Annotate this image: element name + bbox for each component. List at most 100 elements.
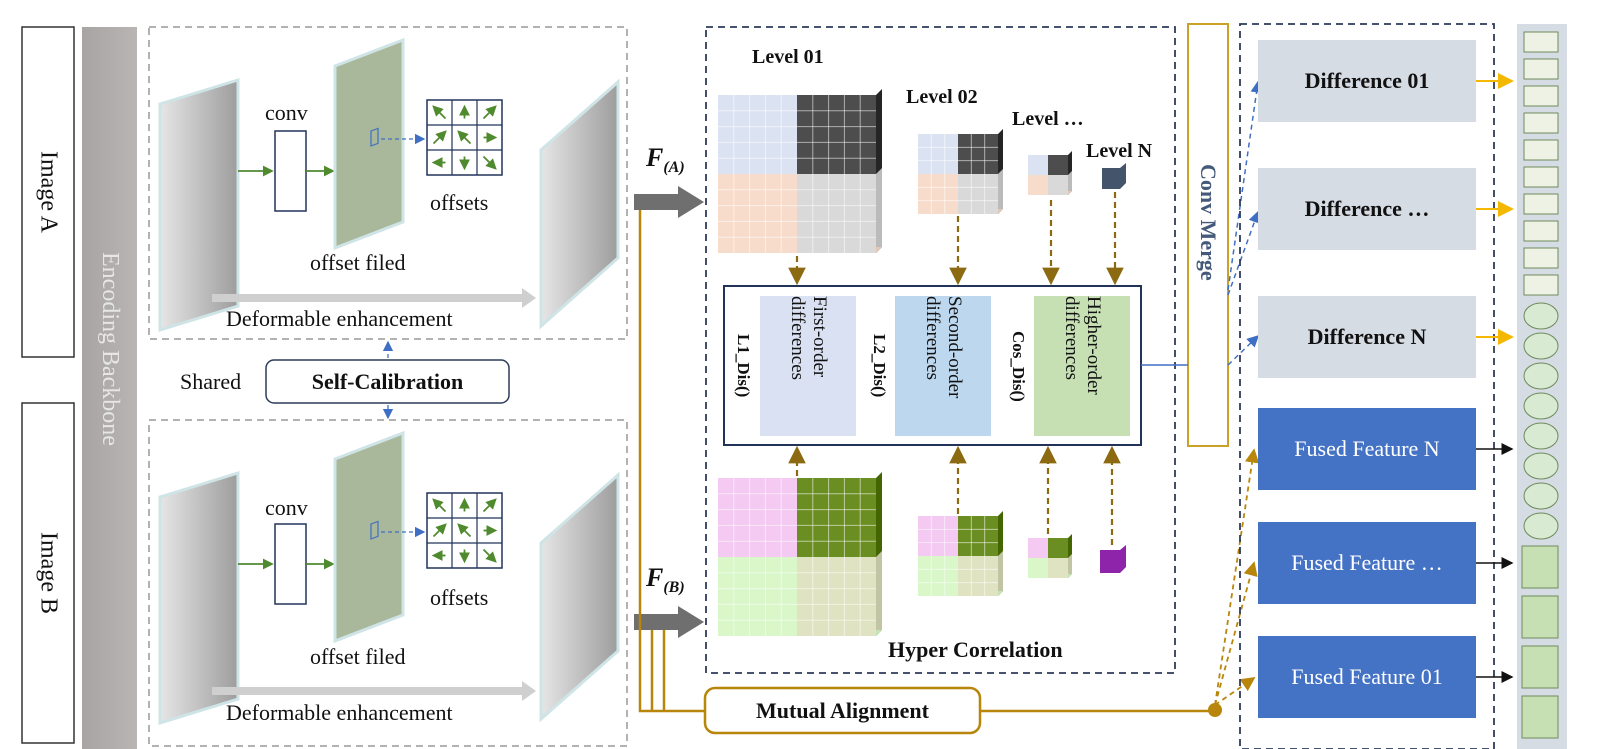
cube-quadrant <box>1048 538 1068 558</box>
second-order-panel <box>895 296 991 436</box>
offset-vector-icon <box>432 498 447 513</box>
l1-dis-label: L1_Dis() <box>734 334 753 398</box>
enhancement-label-b: Deformable enhancement <box>226 700 453 725</box>
cube-quadrant <box>918 516 958 556</box>
cube-quadrant <box>718 478 797 557</box>
offset-vector-icon <box>457 130 472 145</box>
feature-b-arrow <box>634 606 704 638</box>
output-token-ellipse <box>1523 362 1559 390</box>
merge-to-diff-mid <box>1227 210 1261 296</box>
cube-quadrant <box>1028 175 1048 195</box>
mutual-alignment-label: Mutual Alignment <box>756 697 929 723</box>
cube-side-face <box>876 551 882 636</box>
level-mid-cube-a <box>1028 151 1072 195</box>
cube-quadrant <box>1028 558 1048 578</box>
fused-feature-mid-label: Fused Feature … <box>1291 550 1443 575</box>
cube-quadrant <box>797 557 876 636</box>
self-calibration-box <box>265 359 510 404</box>
enhancement-arrow <box>212 681 536 701</box>
offsets-label-a: offsets <box>430 190 489 215</box>
output-token-square <box>1523 112 1559 134</box>
output-token-square <box>1523 58 1559 80</box>
cube-quadrant <box>1048 175 1068 195</box>
level-02-cube-b <box>918 511 1003 596</box>
output-token-ellipse <box>1523 452 1559 480</box>
cube-side-face <box>1068 171 1072 195</box>
align-to-fused-mid <box>1214 561 1258 706</box>
fused-feature-01-box <box>1258 636 1476 718</box>
cube-quadrant <box>958 174 998 214</box>
output-slab <box>539 78 620 330</box>
align-to-fused-n <box>1214 448 1260 706</box>
deformable-module-a <box>158 37 620 333</box>
level-02-label: Level 02 <box>906 86 978 108</box>
hyper-correlation-box <box>705 26 1176 674</box>
offset-vector-icon <box>432 130 447 145</box>
image-a-box <box>21 26 75 358</box>
offset-sample-marker <box>370 127 379 147</box>
cube-quadrant <box>958 134 998 174</box>
level-01-cube-b <box>718 472 882 636</box>
cube-quadrant <box>918 174 958 214</box>
output-token-square <box>1523 220 1559 242</box>
feature-a-arrow <box>634 186 704 218</box>
hyper-correlation-label: Hyper Correlation <box>888 637 1063 662</box>
fused-feature-01-label: Fused Feature 01 <box>1291 664 1443 689</box>
output-token-square <box>1523 247 1559 269</box>
higher-order-label: Higher-order differences <box>1061 296 1104 395</box>
offset-field-slab <box>333 430 405 644</box>
difference-n-box <box>1258 296 1476 378</box>
output-box <box>1239 23 1495 749</box>
difference-n-label: Difference N <box>1307 324 1427 349</box>
cube-quadrant <box>718 174 797 253</box>
cube-side-face <box>998 551 1003 596</box>
merge-to-diff-01 <box>1227 80 1263 291</box>
cube-quadrant <box>1028 538 1048 558</box>
level-02-cube-a <box>918 129 1003 214</box>
shared-label: Shared <box>180 369 242 394</box>
image-b-label: Image B <box>35 532 62 614</box>
difference-mid-box <box>1258 168 1476 250</box>
conv-box <box>274 130 307 212</box>
self-calibration-label: Self-Calibration <box>311 368 464 394</box>
offset-vector-icon <box>482 105 497 120</box>
conv-box <box>274 523 307 605</box>
cube-quadrant <box>1028 155 1048 175</box>
feature-b-label: F(B) <box>646 563 685 597</box>
alignment-node <box>1208 703 1222 717</box>
output-token-ellipse <box>1523 392 1559 420</box>
level-01-label: Level 01 <box>752 46 824 68</box>
output-slab <box>539 471 620 723</box>
cube-quadrant <box>1048 155 1068 175</box>
image-b-box <box>21 402 75 744</box>
difference-01-label: Difference 01 <box>1304 68 1430 93</box>
cube-quadrant <box>797 478 876 557</box>
cos-dis-label: Cos_Dis() <box>1009 330 1028 402</box>
output-token-ellipse <box>1523 302 1559 330</box>
enhancement-label-a: Deformable enhancement <box>226 306 453 331</box>
level-mid-label: Level … <box>1012 108 1084 130</box>
output-token-square <box>1523 31 1559 53</box>
output-token-ellipse <box>1523 512 1559 540</box>
align-to-fused-01 <box>1214 676 1256 706</box>
enhancement-arrow <box>212 288 536 308</box>
image-a-label: Image A <box>35 151 62 233</box>
first-order-panel <box>760 296 856 436</box>
output-token-square <box>1523 193 1559 215</box>
output-tokens <box>1521 31 1559 739</box>
feature-a-label: F(A) <box>646 143 685 177</box>
encoding-backbone-label: Encoding Backbone <box>97 252 123 446</box>
offset-vector-icon <box>457 523 472 538</box>
difference-mid-label: Difference … <box>1304 196 1430 221</box>
cube-quadrant <box>718 95 797 174</box>
offsets-label-b: offsets <box>430 585 489 610</box>
first-order-label: First-order differences <box>787 296 830 381</box>
level-mid-cube-b <box>1028 534 1072 578</box>
output-token-block <box>1521 595 1559 639</box>
correlation-cubes <box>718 89 1126 636</box>
conv-merge-box <box>1187 23 1229 447</box>
cube-quadrant <box>718 557 797 636</box>
cube-quadrant <box>797 95 876 174</box>
input-slab <box>158 77 240 333</box>
